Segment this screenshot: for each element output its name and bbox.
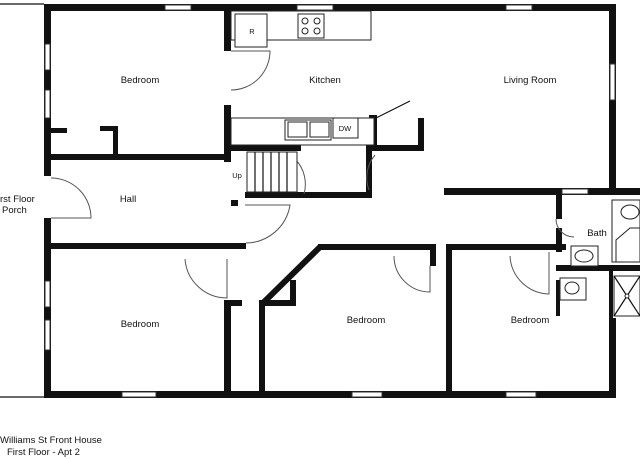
room-label-porch-line1: rst Floor	[0, 194, 35, 205]
room-label-porch-line2: Porch	[2, 205, 27, 216]
room-label-bedroom-bottom-right: Bedroom	[511, 315, 550, 326]
porch-outline	[0, 3, 44, 398]
room-label-bath: Bath	[587, 228, 607, 239]
room-label-bedroom-bottom-left: Bedroom	[121, 319, 160, 330]
stairs	[246, 151, 298, 193]
stairs-up-label: Up	[232, 171, 242, 180]
caption-floor: First Floor - Apt 2	[7, 447, 80, 458]
dishwasher-label: DW	[339, 124, 352, 133]
room-label-hall: Hall	[120, 194, 136, 205]
kitchen-fixtures	[230, 10, 411, 150]
room-label-living-room: Living Room	[504, 75, 557, 86]
interior-walls	[51, 11, 640, 398]
caption-address: Williams St Front House	[0, 435, 102, 446]
room-label-bedroom-top-left: Bedroom	[121, 75, 160, 86]
refrigerator	[234, 13, 268, 48]
stove	[297, 13, 325, 39]
diagonal-wall	[261, 244, 323, 305]
dishwasher	[332, 117, 359, 139]
windows	[44, 4, 616, 398]
room-label-kitchen: Kitchen	[309, 75, 341, 86]
door-swings	[50, 50, 575, 299]
bath-fixtures	[559, 199, 640, 317]
refrigerator-label: R	[249, 27, 255, 36]
room-label-bedroom-bottom-middle: Bedroom	[347, 315, 386, 326]
